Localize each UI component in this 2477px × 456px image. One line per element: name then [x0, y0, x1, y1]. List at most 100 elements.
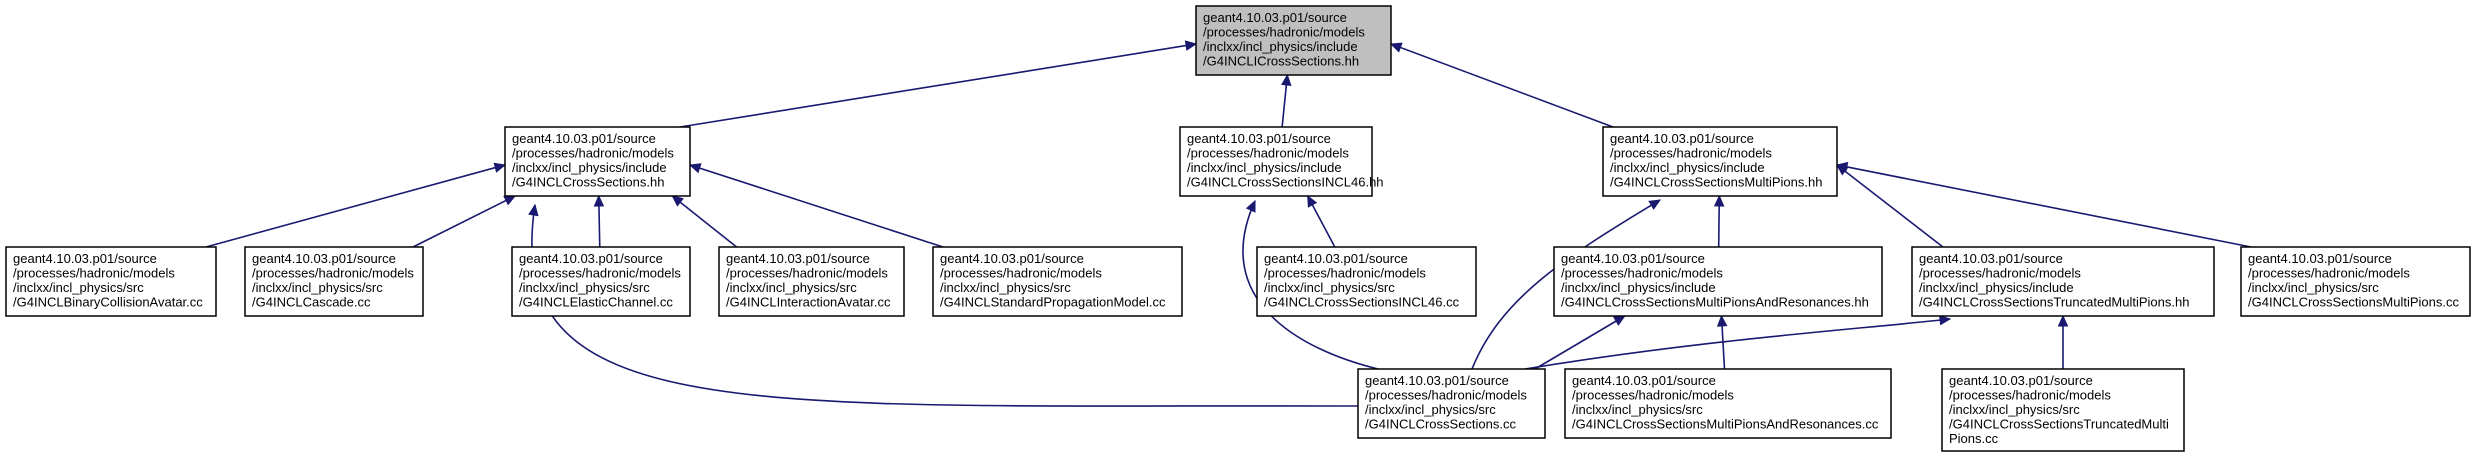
arrowhead-icon: [493, 162, 507, 173]
node-label-line: /G4INCLCrossSectionsTruncatedMulti: [1949, 417, 2169, 432]
edge-incl46_cc-to-incl46_hh: [1306, 194, 1336, 248]
node-box: [504, 126, 691, 197]
node-label-line: /inclxx/incl_physics/src: [252, 280, 383, 295]
edge-line: [1524, 318, 1951, 370]
edge-multipions_hh-to-root: [1389, 42, 1614, 128]
node-label-line: /processes/hadronic/models: [13, 266, 175, 281]
node-box: [1564, 368, 1892, 439]
node-incl46_cc[interactable]: geant4.10.03.p01/source/processes/hadron…: [1256, 246, 1477, 317]
node-label-line: geant4.10.03.p01/source: [1572, 373, 1716, 388]
arrowhead-icon: [688, 163, 702, 174]
node-box: [2240, 246, 2471, 317]
node-label-line: /G4INCLCrossSectionsINCL46.cc: [1264, 295, 1460, 310]
node-label-line: /inclxx/incl_physics/src: [1949, 402, 2080, 417]
edge-truncated_cc-to-truncated_hh: [2057, 314, 2069, 369]
edge-line: [1836, 164, 2252, 248]
edges-layer: [205, 40, 2252, 407]
node-interaction_cc[interactable]: geant4.10.03.p01/source/processes/hadron…: [718, 246, 905, 317]
node-box: [1357, 368, 1546, 439]
node-label-line: /processes/hadronic/models: [512, 146, 674, 161]
node-label-line: /inclxx/incl_physics/src: [726, 280, 857, 295]
node-label-line: geant4.10.03.p01/source: [1561, 251, 1705, 266]
node-propagation_cc[interactable]: geant4.10.03.p01/source/processes/hadron…: [932, 246, 1183, 317]
edge-cs_cc-to-truncated_hh: [1524, 314, 1952, 370]
node-label-line: /G4INCLCrossSectionsMultiPionsAndResonan…: [1561, 295, 1869, 310]
edge-line: [1534, 315, 1626, 370]
node-multipions_hh[interactable]: geant4.10.03.p01/source/processes/hadron…: [1602, 126, 1838, 197]
arrowhead-icon: [2057, 314, 2069, 327]
node-multipions_cc[interactable]: geant4.10.03.p01/source/processes/hadron…: [2240, 246, 2471, 317]
node-label-line: /G4INCLInteractionAvatar.cc: [726, 295, 891, 310]
edge-interaction_cc-to-cs_hh: [671, 195, 738, 248]
node-label-line: /processes/hadronic/models: [1572, 388, 1734, 403]
arrowhead-icon: [1939, 314, 1952, 326]
node-mpres_hh[interactable]: geant4.10.03.p01/source/processes/hadron…: [1553, 246, 1883, 317]
node-cascade_cc[interactable]: geant4.10.03.p01/source/processes/hadron…: [244, 246, 424, 317]
node-label-line: geant4.10.03.p01/source: [1610, 131, 1754, 146]
node-label-line: /G4INCLICrossSections.hh: [1203, 54, 1359, 69]
node-label-line: /processes/hadronic/models: [1187, 146, 1349, 161]
node-elastic_cc[interactable]: geant4.10.03.p01/source/processes/hadron…: [511, 246, 691, 317]
edge-mpres_hh-to-multipions_hh: [1713, 194, 1725, 248]
node-label-line: /inclxx/incl_physics/include: [1187, 160, 1342, 175]
arrowhead-icon: [528, 203, 539, 217]
node-box: [1602, 126, 1838, 197]
node-cs_cc[interactable]: geant4.10.03.p01/source/processes/hadron…: [1357, 368, 1546, 439]
node-label-line: geant4.10.03.p01/source: [519, 251, 663, 266]
node-label-line: /G4INCLCrossSections.cc: [1365, 417, 1516, 432]
node-box: [511, 246, 691, 317]
node-label-line: /processes/hadronic/models: [940, 266, 1102, 281]
node-label-line: geant4.10.03.p01/source: [1264, 251, 1408, 266]
node-label-line: /processes/hadronic/models: [726, 266, 888, 281]
node-label-line: /inclxx/incl_physics/include: [1203, 39, 1358, 54]
node-label-line: /inclxx/incl_physics/include: [1919, 280, 2074, 295]
node-box: [932, 246, 1183, 317]
node-label-line: /G4INCLCrossSectionsTruncatedMultiPions.…: [1919, 295, 2189, 310]
node-label-line: geant4.10.03.p01/source: [940, 251, 1084, 266]
node-cs_hh[interactable]: geant4.10.03.p01/source/processes/hadron…: [504, 126, 691, 197]
node-label-line: /processes/hadronic/models: [1919, 266, 2081, 281]
arrowhead-icon: [1389, 42, 1403, 53]
arrowhead-icon: [1307, 194, 1318, 208]
arrowhead-icon: [593, 194, 605, 207]
node-label-line: /G4INCLElasticChannel.cc: [519, 295, 673, 310]
edge-line: [679, 43, 1197, 128]
node-incl46_hh[interactable]: geant4.10.03.p01/source/processes/hadron…: [1179, 126, 1384, 197]
node-mpres_cc[interactable]: geant4.10.03.p01/source/processes/hadron…: [1564, 368, 1892, 439]
node-box: [1553, 246, 1883, 317]
edge-multipions_cc-to-multipions_hh: [1835, 161, 2252, 248]
node-label-line: geant4.10.03.p01/source: [1949, 373, 2093, 388]
node-truncated_cc[interactable]: geant4.10.03.p01/source/processes/hadron…: [1941, 368, 2185, 452]
edge-cs_hh-to-root: [679, 40, 1198, 128]
node-binary_cc[interactable]: geant4.10.03.p01/source/processes/hadron…: [5, 246, 217, 317]
node-label-line: /G4INCLCrossSectionsINCL46.hh: [1187, 175, 1384, 190]
nodes-layer: geant4.10.03.p01/source/processes/hadron…: [5, 5, 2471, 452]
node-label-line: geant4.10.03.p01/source: [13, 251, 157, 266]
node-label-line: /G4INCLCrossSectionsMultiPions.hh: [1610, 175, 1822, 190]
edge-line: [1390, 43, 1614, 128]
edge-line: [689, 164, 944, 248]
arrowhead-icon: [671, 195, 684, 207]
node-label-line: /inclxx/incl_physics/src: [1264, 280, 1395, 295]
arrowhead-icon: [1713, 194, 1725, 207]
edge-propagation_cc-to-cs_hh: [688, 163, 944, 248]
node-label-line: geant4.10.03.p01/source: [726, 251, 870, 266]
node-box: [1941, 368, 2185, 452]
node-label-line: /G4INCLCascade.cc: [252, 295, 371, 310]
node-label-line: geant4.10.03.p01/source: [1365, 373, 1509, 388]
edge-incl46_hh-to-root: [1281, 73, 1292, 128]
node-truncated_hh[interactable]: geant4.10.03.p01/source/processes/hadron…: [1911, 246, 2215, 317]
node-label-line: /processes/hadronic/models: [1264, 266, 1426, 281]
node-label-line: /processes/hadronic/models: [252, 266, 414, 281]
node-label-line: /inclxx/incl_physics/src: [13, 280, 144, 295]
arrowhead-icon: [1648, 199, 1662, 210]
node-label-line: geant4.10.03.p01/source: [1187, 131, 1331, 146]
node-box: [5, 246, 217, 317]
node-label-line: /inclxx/incl_physics/src: [940, 280, 1071, 295]
arrowhead-icon: [1612, 315, 1626, 326]
node-box: [1179, 126, 1373, 197]
node-label-line: /processes/hadronic/models: [2248, 266, 2410, 281]
node-root: geant4.10.03.p01/source/processes/hadron…: [1195, 5, 1392, 76]
node-label-line: /processes/hadronic/models: [1561, 266, 1723, 281]
